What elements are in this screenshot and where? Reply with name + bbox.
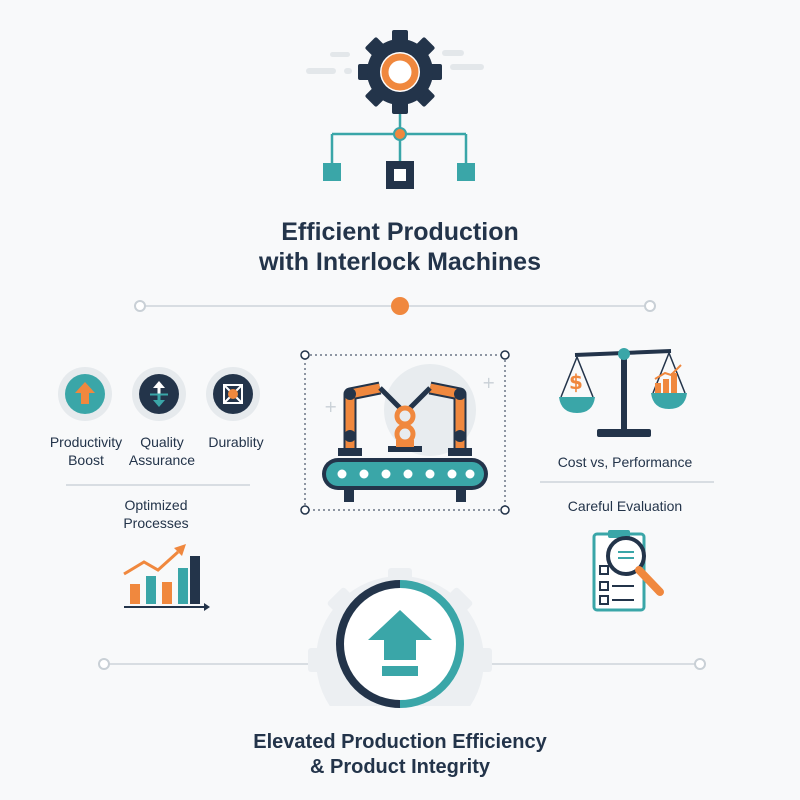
benefit-icon-quality (131, 366, 187, 422)
svg-text:+: + (324, 397, 337, 416)
top-gear-graphic (300, 28, 500, 193)
benefit-label-durability-line1: Durablity (208, 434, 264, 450)
benefit-label-quality: Quality Assurance (120, 433, 204, 469)
svg-text:+: + (482, 373, 495, 392)
evaluation-checklist-icon (584, 526, 674, 616)
careful-evaluation-label: Careful Evaluation (567, 498, 683, 514)
robotic-arms-conveyor-icon: + + (300, 350, 510, 515)
optimized-label-line1: Optimized (124, 497, 188, 513)
optimized-processes-label: Optimized Processes (100, 496, 212, 532)
benefit-label-productivity: Productivity Boost (40, 433, 132, 469)
balance-scale-icon: $ (555, 345, 695, 443)
benefit-label-quality-line1: Quality (140, 434, 184, 450)
optimized-label-line2: Processes (123, 515, 189, 531)
benefit-icon-durability (205, 366, 261, 422)
svg-text:$: $ (569, 370, 583, 394)
title-divider (130, 294, 660, 318)
benefit-label-productivity-line2: Boost (68, 452, 104, 468)
efficiency-up-arrow-icon (300, 560, 500, 720)
benefit-icon-productivity (57, 366, 113, 422)
footer-title-line2: & Product Integrity (309, 756, 490, 778)
cost-vs-performance-label: Cost vs, Performance (557, 454, 693, 470)
footer-title-line1: Elevated Production Efficiency (253, 731, 547, 753)
right-divider (540, 481, 714, 483)
main-title-line2: with Interlock Machines (258, 248, 541, 276)
left-divider (66, 484, 250, 486)
speed-lines (306, 50, 484, 74)
benefit-label-quality-line2: Assurance (128, 452, 196, 468)
gear-icon (358, 30, 442, 114)
growth-chart-icon (116, 538, 212, 614)
main-title-line1: Efficient Production (281, 218, 519, 246)
benefit-label-durability: Durablity (198, 433, 274, 451)
benefit-label-productivity-line1: Productivity (49, 434, 123, 450)
